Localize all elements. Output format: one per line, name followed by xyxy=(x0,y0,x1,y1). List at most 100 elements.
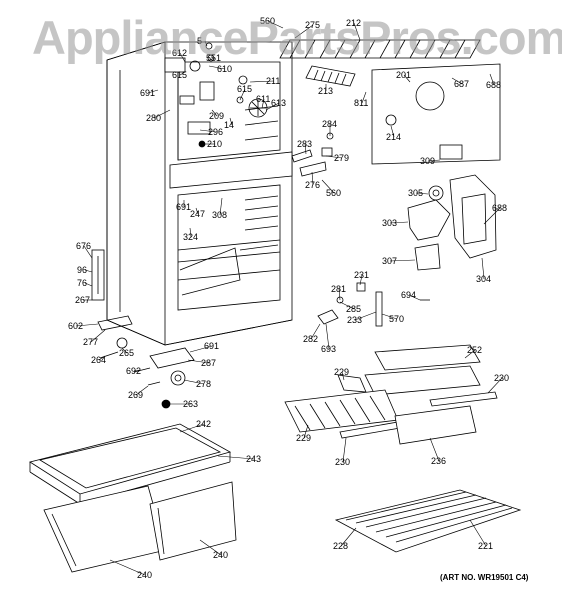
leader-line-5 xyxy=(204,40,208,47)
callout-308: 308 xyxy=(212,210,227,220)
callout-265: 265 xyxy=(119,348,134,358)
callout-252: 252 xyxy=(467,345,482,355)
callout-230a: 230 xyxy=(494,373,509,383)
leader-line-231 xyxy=(359,274,363,286)
callout-76: 76 xyxy=(77,278,87,288)
callout-615b: 615 xyxy=(237,84,252,94)
callout-231: 231 xyxy=(354,270,369,280)
leader-line-236 xyxy=(429,437,440,462)
bottom-shelf xyxy=(334,489,522,553)
callout-693: 693 xyxy=(321,344,336,354)
leader-line-282 xyxy=(310,323,321,340)
callout-284: 284 xyxy=(322,119,337,129)
callout-691a: 691 xyxy=(140,88,155,98)
leader-line-277 xyxy=(90,329,106,343)
leader-line-269 xyxy=(135,385,149,396)
ice-tray xyxy=(305,65,356,87)
leader-line-615b xyxy=(239,88,246,101)
leader-line-230a xyxy=(487,377,503,394)
callout-212: 212 xyxy=(346,18,361,28)
callout-305: 305 xyxy=(408,188,423,198)
callout-694: 694 xyxy=(401,290,416,300)
callout-811: 811 xyxy=(354,98,368,108)
callout-283: 283 xyxy=(297,139,312,149)
leader-line-278 xyxy=(183,379,205,385)
callout-610: 610 xyxy=(217,64,232,74)
leader-line-264 xyxy=(98,355,106,361)
callout-210: 210 xyxy=(207,139,222,149)
leader-line-304 xyxy=(481,257,485,280)
leader-line-240b xyxy=(109,559,146,576)
callout-276: 276 xyxy=(305,180,320,190)
callout-688b: 688 xyxy=(492,203,507,213)
leader-line-247 xyxy=(195,207,199,215)
refrigerator-cabinet xyxy=(91,41,293,346)
leader-line-221 xyxy=(469,519,487,547)
leader-line-287 xyxy=(187,359,210,364)
callout-247: 247 xyxy=(190,209,205,219)
callout-263: 263 xyxy=(183,399,198,409)
leader-line-602 xyxy=(75,323,99,327)
callout-687: 687 xyxy=(454,79,469,89)
leader-line-283 xyxy=(304,143,307,155)
callout-612: 612 xyxy=(172,48,187,58)
callout-602: 602 xyxy=(68,321,83,331)
callout-5: 5 xyxy=(197,36,202,46)
callout-688a: 688 xyxy=(486,80,501,90)
callout-309: 309 xyxy=(420,156,435,166)
callout-324: 324 xyxy=(183,232,198,242)
callout-281: 281 xyxy=(331,284,346,294)
callout-570: 570 xyxy=(389,314,404,324)
callout-267: 267 xyxy=(75,295,90,305)
leader-line-611 xyxy=(261,98,265,109)
callout-691b: 691 xyxy=(176,202,191,212)
leader-line-229b xyxy=(303,424,309,439)
leader-line-693 xyxy=(325,323,330,350)
leader-line-551 xyxy=(209,57,215,61)
lower-hardware xyxy=(97,315,195,409)
callout-303: 303 xyxy=(382,218,397,228)
leader-line-309 xyxy=(427,159,441,162)
leader-line-305 xyxy=(415,192,429,195)
callout-692: 692 xyxy=(126,366,141,376)
callout-275: 275 xyxy=(305,20,320,30)
leader-line-694 xyxy=(408,294,421,301)
callout-229a: 229 xyxy=(334,367,349,377)
callout-214: 214 xyxy=(386,132,401,142)
leader-line-265 xyxy=(121,347,128,354)
leader-line-76 xyxy=(84,282,93,287)
leader-lines xyxy=(75,20,503,576)
leader-line-688a xyxy=(489,73,495,86)
callout-14: 14 xyxy=(224,120,234,130)
leader-line-211 xyxy=(249,80,275,83)
callout-201: 201 xyxy=(396,70,411,80)
callout-304: 304 xyxy=(476,274,491,284)
leader-line-610 xyxy=(208,65,226,70)
leader-line-279 xyxy=(325,155,343,159)
leader-line-201 xyxy=(403,74,411,83)
callout-279: 279 xyxy=(334,153,349,163)
callout-280: 280 xyxy=(146,113,161,123)
callout-96: 96 xyxy=(77,265,87,275)
evaporator-cover xyxy=(371,63,501,165)
leader-line-96 xyxy=(84,269,93,273)
leader-line-612 xyxy=(179,52,186,63)
leader-line-811 xyxy=(361,91,367,104)
top-wire-shelf xyxy=(279,39,481,59)
leader-line-676 xyxy=(83,245,93,259)
leader-line-570 xyxy=(381,313,398,320)
callout-228: 228 xyxy=(333,541,348,551)
callout-240b: 240 xyxy=(137,570,152,580)
leader-line-229a xyxy=(341,371,345,381)
callout-269: 269 xyxy=(128,390,143,400)
leader-line-214 xyxy=(390,125,395,138)
leader-line-233 xyxy=(354,311,377,321)
callout-229b: 229 xyxy=(296,433,311,443)
callout-613: 613 xyxy=(271,98,286,108)
leader-line-285 xyxy=(339,301,355,310)
crisper-drawers xyxy=(29,423,237,573)
leader-line-688b xyxy=(483,207,501,225)
callout-209: 209 xyxy=(209,111,224,121)
